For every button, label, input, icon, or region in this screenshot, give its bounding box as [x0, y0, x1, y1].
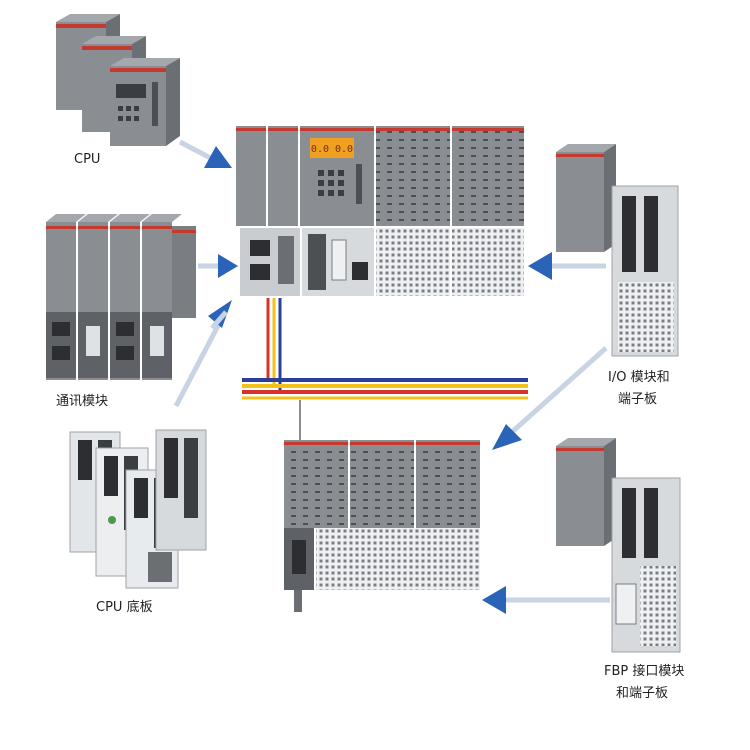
label-fbp-line1: FBP 接口模块 — [604, 664, 685, 679]
arrow-io-to-remote — [510, 346, 608, 434]
label-io-module-line2: 端子板 — [618, 392, 658, 407]
comm-module — [46, 214, 86, 380]
cpu-module-group — [56, 14, 180, 146]
io-terminal-unit — [376, 228, 450, 296]
label-cpu: CPU — [74, 152, 101, 167]
connection-arrows — [173, 139, 610, 614]
comm-module-group — [46, 214, 196, 380]
label-fbp-line2: 和端子板 — [616, 686, 669, 701]
label-comm-module: 通讯模块 — [56, 394, 109, 409]
main-cpu-display — [310, 138, 354, 158]
fbp-module-terminal-group — [556, 438, 681, 653]
comm-module — [142, 214, 182, 380]
cpu-baseplate — [155, 429, 207, 551]
comm-module — [110, 214, 150, 380]
comm-interface-module — [268, 126, 298, 226]
power-module — [236, 126, 266, 226]
label-cpu-baseplate: CPU 底板 — [96, 600, 153, 615]
io-module — [376, 126, 450, 226]
main-plc-rack: 0.0 0.0 — [236, 126, 524, 296]
main-cpu-display-text: 0.0 0.0 — [311, 144, 353, 155]
remote-io-station — [284, 440, 480, 612]
cpu-baseplate-group — [69, 429, 207, 589]
label-io-module-line1: I/O 模块和 — [608, 370, 670, 385]
bus-cables — [242, 298, 528, 442]
io-module — [452, 126, 524, 226]
comm-module — [172, 226, 196, 318]
comm-module — [78, 214, 118, 380]
io-terminal-unit — [452, 228, 524, 296]
cpu-display — [116, 84, 146, 98]
arrow-baseplate-to-plc — [173, 320, 223, 408]
cpu-module — [110, 58, 180, 146]
io-module-terminal-group — [556, 144, 679, 357]
